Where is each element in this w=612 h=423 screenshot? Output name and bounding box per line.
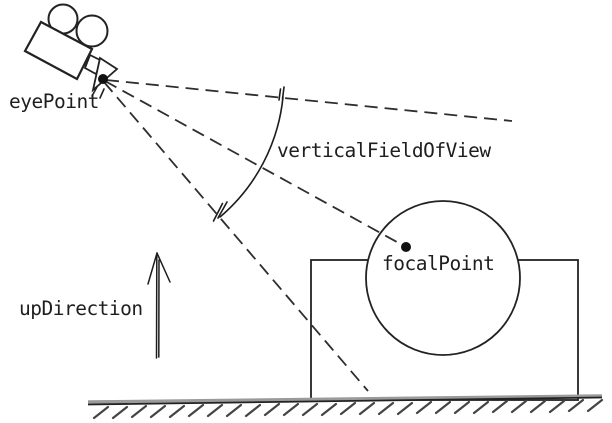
ground-hatching	[92, 398, 604, 420]
fov-ray-bottom	[103, 81, 369, 392]
ground-line	[87, 396, 603, 406]
scene-objects	[310, 200, 579, 401]
focal-point-label: focalPoint	[382, 252, 495, 275]
fov-arc-group	[212, 86, 285, 222]
up-arrow-barb-left	[147, 252, 158, 285]
view-direction-ray	[104, 80, 407, 248]
ground-shadow-line	[87, 394, 603, 404]
camera-body	[23, 20, 94, 81]
arc-tick-bottom-double	[212, 202, 224, 222]
sphere-shape	[365, 200, 521, 356]
arc-tick-top	[281, 86, 285, 100]
up-arrow-icon	[147, 252, 171, 359]
up-direction-label: upDirection	[19, 297, 143, 320]
eye-point-dot	[98, 74, 108, 84]
up-arrow-barb-right	[156, 252, 171, 283]
vertical-field-of-view-label: verticalFieldOfView	[277, 139, 491, 162]
fov-ray-top	[105, 79, 513, 122]
eye-point-label: eyePoint	[9, 90, 99, 113]
fov-arc	[219, 96, 284, 218]
ground	[87, 394, 604, 420]
arc-tick-bottom	[217, 201, 228, 219]
view-rays	[103, 79, 513, 392]
arc-tick-top-double	[278, 88, 282, 101]
focal-point-dot	[401, 242, 411, 252]
camera-icon	[23, 3, 119, 99]
camera-reel-right	[75, 14, 109, 48]
camera-lens-flare-strokes	[91, 86, 105, 99]
